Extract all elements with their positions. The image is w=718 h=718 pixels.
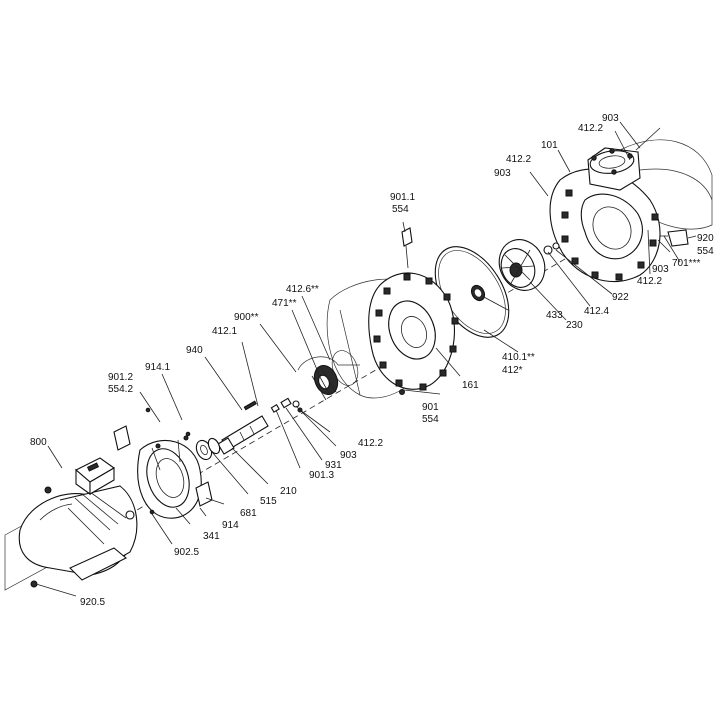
callout-902-5: 902.5 — [174, 547, 199, 558]
shaft-210 — [217, 400, 269, 455]
callout-931: 931 — [325, 460, 342, 471]
callout-900: 900** — [234, 312, 259, 323]
callout-701: 701*** — [672, 258, 700, 269]
callout-341: 341 — [203, 531, 220, 542]
volute-casing-101 — [549, 127, 713, 283]
callout-903-top: 903 — [602, 113, 619, 124]
callout-554-top: 554 — [392, 204, 409, 215]
callout-901-1: 901.1 — [390, 192, 415, 203]
callout-161: 161 — [462, 380, 479, 391]
callout-940: 940 — [186, 345, 203, 356]
callout-230: 230 — [566, 320, 583, 331]
impeller-230 — [498, 239, 546, 291]
callout-471: 471** — [272, 298, 297, 309]
callout-412-4: 412.4 — [584, 306, 609, 317]
callout-901-2: 901.2 — [108, 372, 133, 383]
leader-lines — [35, 121, 697, 597]
callout-515: 515 — [260, 496, 277, 507]
callout-901: 901 — [422, 402, 439, 413]
callout-433: 433 — [546, 310, 563, 321]
callout-914: 914 — [222, 520, 239, 531]
bearing-515 — [195, 437, 221, 461]
nut-922 — [543, 242, 560, 255]
callout-412-1: 412.1 — [212, 326, 237, 337]
callout-914-1: 914.1 — [145, 362, 170, 373]
callout-554-right: 554 — [697, 246, 714, 257]
callout-410-1: 410.1** — [502, 352, 535, 363]
callout-554-2: 554.2 — [108, 384, 133, 395]
callout-901-3: 901.3 — [309, 470, 334, 481]
callout-922: 922 — [612, 292, 629, 303]
casing-cover-161 — [326, 227, 459, 399]
callout-412-6: 412.6** — [286, 284, 319, 295]
motor-800 — [4, 457, 138, 591]
callout-101: 101 — [541, 140, 558, 151]
callout-210: 210 — [280, 486, 297, 497]
callout-681: 681 — [240, 508, 257, 519]
callout-412-2-mid: 412.2 — [358, 438, 383, 449]
o-ring-433 — [470, 284, 486, 302]
callout-554-mid: 554 — [422, 414, 439, 425]
callout-412-2-right: 412.2 — [637, 276, 662, 287]
callout-412-2-top: 412.2 — [578, 123, 603, 134]
callout-800: 800 — [30, 437, 47, 448]
callout-903-mid: 903 — [340, 450, 357, 461]
callout-903-right: 903 — [652, 264, 669, 275]
callout-920: 920 — [697, 233, 714, 244]
callout-903-left: 903 — [494, 168, 511, 179]
callout-920-5: 920.5 — [80, 597, 105, 608]
callout-412-star: 412* — [502, 365, 523, 376]
callout-412-2-left: 412.2 — [506, 154, 531, 165]
mechanical-seal-471 — [297, 350, 360, 401]
shaft-small-parts — [270, 397, 303, 413]
callout-labels: 903 412.2 101 412.2 903 901.1 554 920 55… — [30, 113, 714, 608]
drive-lantern-341 — [113, 407, 213, 519]
